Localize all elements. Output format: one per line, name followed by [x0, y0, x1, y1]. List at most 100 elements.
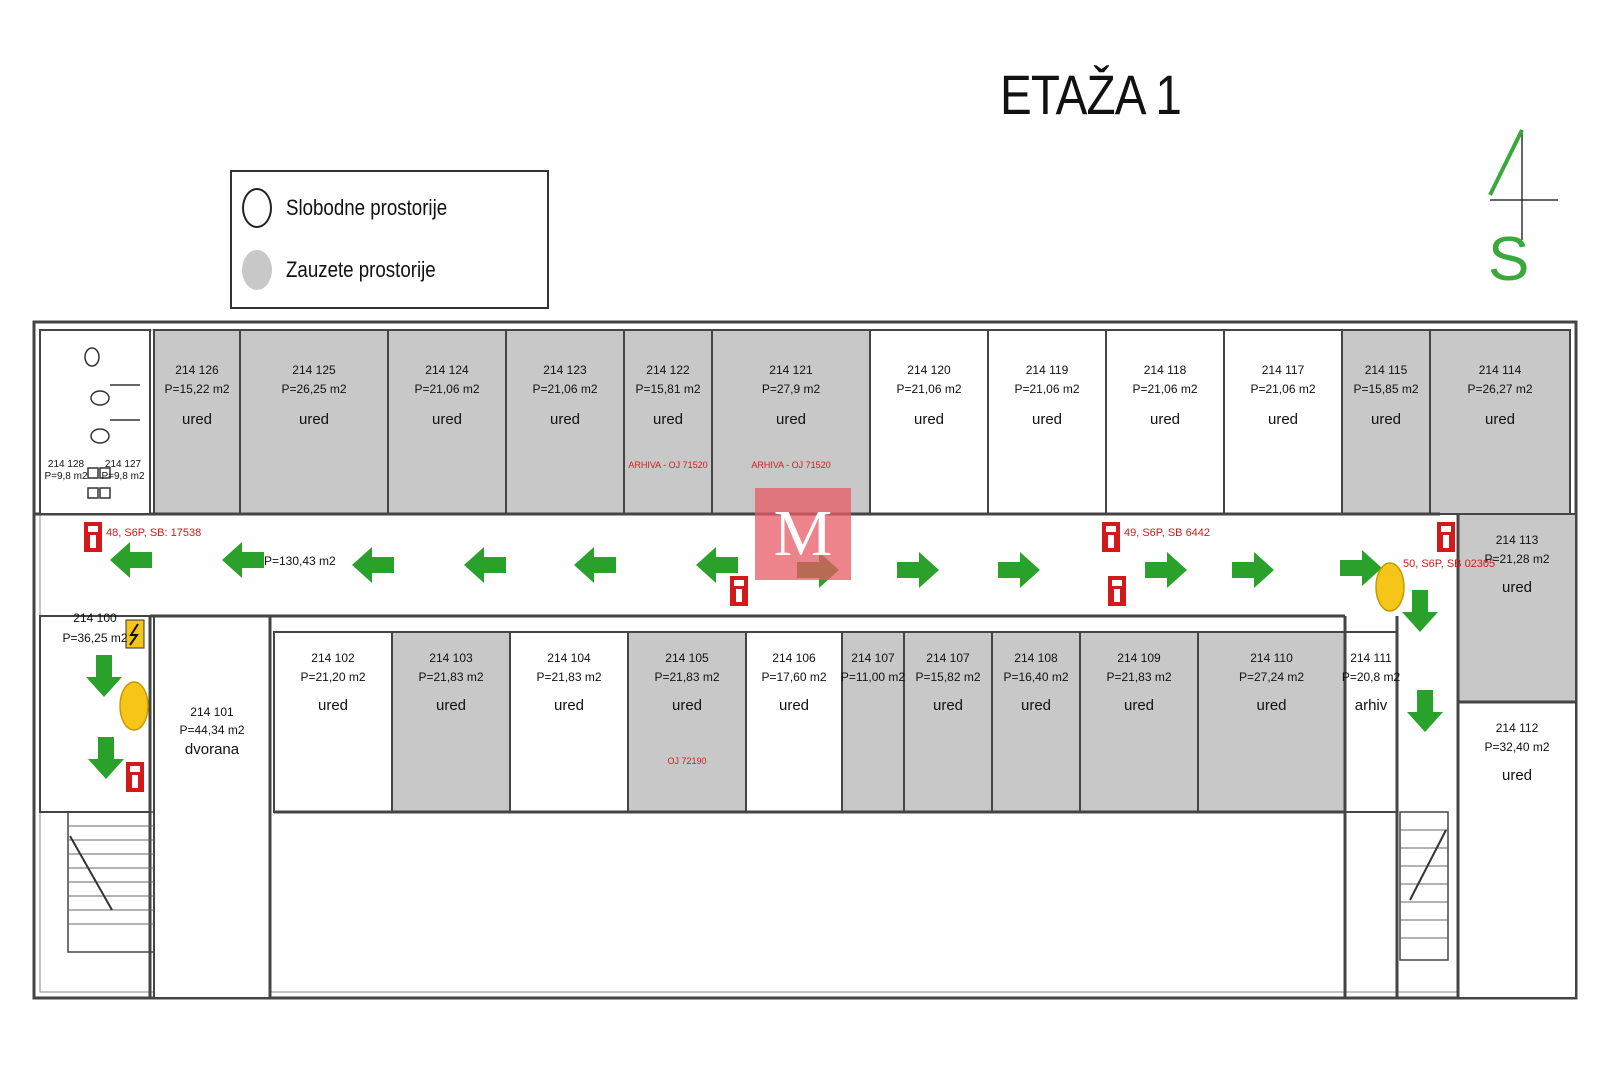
room-area: P=21,06 m2 — [532, 382, 597, 396]
room-use: ured — [653, 411, 683, 428]
room-use: ured — [318, 697, 348, 714]
room-use: ured — [182, 411, 212, 428]
room-use: ured — [914, 411, 944, 428]
corridor-area: P=130,43 m2 — [264, 554, 336, 568]
extinguisher-label-49: 49, S6P, SB 6442 — [1124, 527, 1210, 539]
room-use: ured — [1268, 411, 1298, 428]
extinguisher-label-50: 50, S6P, SB 02305 — [1403, 558, 1495, 570]
room-area: P=26,27 m2 — [1467, 382, 1532, 396]
room-use: ured — [779, 697, 809, 714]
room-number: 214 103 — [429, 651, 473, 665]
room-use: ured — [1371, 411, 1401, 428]
room-number: 214 104 — [547, 651, 591, 665]
room-use: ured — [1032, 411, 1062, 428]
legend-box: Slobodne prostorije Zauzete prostorije — [230, 170, 549, 309]
room-number: 214 113 — [1496, 533, 1539, 547]
room-214-104 — [509, 631, 629, 813]
room-number: 214 101 — [190, 705, 234, 719]
room-area: P=21,20 m2 — [300, 670, 365, 684]
room-area: P=17,60 m2 — [761, 670, 826, 684]
room-area: P=21,06 m2 — [1250, 382, 1315, 396]
room-214-107 — [841, 631, 905, 813]
toilet-fixtures-icon — [84, 347, 140, 499]
room-214-126 — [153, 329, 241, 515]
room-214-121 — [711, 329, 871, 515]
emergency-light-icon — [119, 681, 149, 731]
room-area: P=15,81 m2 — [635, 382, 700, 396]
room-area: P=11,00 m2 — [841, 670, 905, 684]
room-number: 214 122 — [646, 363, 690, 377]
room-use: ured — [1485, 411, 1515, 428]
north-letter: S — [1488, 225, 1529, 294]
room-number: 214 109 — [1117, 651, 1161, 665]
room-number: 214 118 — [1144, 363, 1187, 377]
room-number: 214 117 — [1262, 363, 1305, 377]
room-area: P=21,83 m2 — [536, 670, 601, 684]
room-number: 214 107 — [851, 651, 895, 665]
room-area: P=32,40 m2 — [1484, 740, 1549, 754]
room-number: 214 120 — [907, 363, 951, 377]
north-arrow-icon: S — [1488, 129, 1558, 294]
room-note: ARHIVA - OJ 71520 — [628, 460, 707, 470]
room-214-124 — [387, 329, 507, 515]
watermark-logo: M — [755, 488, 851, 580]
room-area: P=21,06 m2 — [1014, 382, 1079, 396]
room-use: ured — [1021, 697, 1051, 714]
room-note: OJ 72190 — [667, 756, 706, 766]
room-area: P=21,06 m2 — [896, 382, 961, 396]
room-number: 214 111 — [1350, 651, 1392, 665]
room-area: P=26,25 m2 — [281, 382, 346, 396]
room-214-107 — [903, 631, 993, 813]
room-area: P=21,06 m2 — [414, 382, 479, 396]
room-use: ured — [432, 411, 462, 428]
room-area: P=36,25 m2 — [62, 631, 127, 645]
room-area: P=9,8 m2 — [44, 471, 88, 482]
room-214-118 — [1105, 329, 1225, 515]
extinguisher-label-48: 48, S6P, SB: 17538 — [106, 527, 201, 539]
room-use: ured — [776, 411, 806, 428]
room-use: ured — [1256, 697, 1286, 714]
legend-occupied-row: Zauzete prostorije — [242, 250, 462, 290]
room-number: 214 114 — [1479, 363, 1522, 377]
room-number: 214 126 — [175, 363, 219, 377]
room-214-125 — [239, 329, 389, 515]
room-number: 214 110 — [1250, 651, 1293, 665]
emergency-light-icon — [1375, 562, 1405, 612]
room-area: P=15,22 m2 — [164, 382, 229, 396]
room-number: 214 102 — [311, 651, 355, 665]
room-area: P=21,83 m2 — [418, 670, 483, 684]
room-214-109 — [1079, 631, 1199, 813]
room-area: P=16,40 m2 — [1003, 670, 1068, 684]
room-area: P=21,83 m2 — [1106, 670, 1171, 684]
room-use: arhiv — [1355, 697, 1388, 714]
room-214-112 — [1457, 701, 1577, 999]
occupied-room-marker — [242, 250, 272, 290]
room-number: 214 112 — [1496, 721, 1539, 735]
room-use: ured — [550, 411, 580, 428]
legend-free-label: Slobodne prostorije — [286, 195, 448, 220]
room-number: 214 123 — [543, 363, 587, 377]
room-use: ured — [436, 697, 466, 714]
room-area: P=21,28 m2 — [1484, 552, 1549, 566]
free-room-marker — [242, 188, 272, 228]
room-number: 214 107 — [926, 651, 970, 665]
room-use: ured — [1150, 411, 1180, 428]
room-214-103 — [391, 631, 511, 813]
room-use: ured — [1124, 697, 1154, 714]
room-214-120 — [869, 329, 989, 515]
floor-title: ETAŽA 1 — [1000, 63, 1182, 126]
room-use: ured — [933, 697, 963, 714]
room-number: 214 127 — [105, 459, 142, 470]
legend-free-row: Slobodne prostorije — [242, 188, 476, 228]
room-214-122 — [623, 329, 713, 515]
room-use: ured — [554, 697, 584, 714]
legend-occupied-label: Zauzete prostorije — [286, 257, 436, 282]
room-use: ured — [1502, 579, 1532, 596]
room-area: P=20,8 m2 — [1342, 670, 1401, 684]
room-number: 214 119 — [1026, 363, 1069, 377]
room-area: P=15,82 m2 — [915, 670, 980, 684]
room-number: 214 108 — [1014, 651, 1058, 665]
room-number: 214 124 — [425, 363, 469, 377]
room-area: P=27,9 m2 — [762, 382, 821, 396]
